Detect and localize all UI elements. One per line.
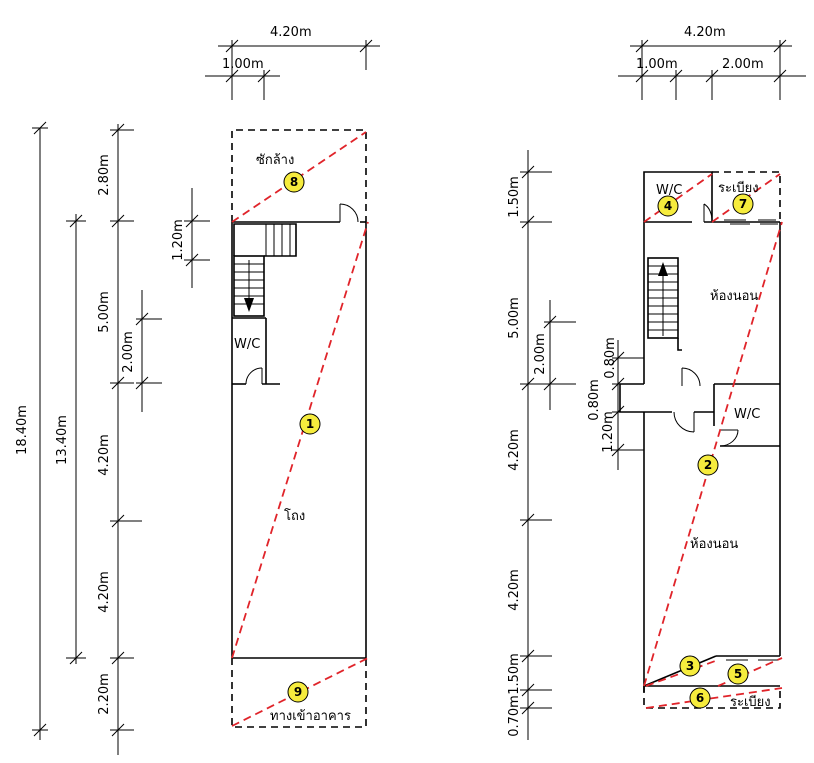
- right-width-total-label: 4.20m: [684, 25, 726, 40]
- badge-5: 5: [727, 663, 749, 685]
- svg-text:9: 9: [294, 685, 302, 699]
- svg-text:6: 6: [696, 691, 704, 705]
- badge-3: 3: [679, 655, 701, 677]
- svg-text:1: 1: [306, 417, 314, 431]
- right-room-balcony-top-label: ระเบียง: [718, 180, 759, 196]
- right-stair: [647, 257, 682, 351]
- badge-7: 7: [732, 193, 754, 215]
- right-room-bedroom-bottom-label: ห้องนอน: [690, 537, 738, 552]
- right-seg-top-label: 1.50m: [507, 176, 522, 218]
- left-room-wash-label: ซักล้าง: [256, 153, 294, 168]
- svg-text:4: 4: [664, 199, 672, 213]
- right-d1-label: 0.80m: [603, 337, 618, 379]
- left-main-length-label: 13.40m: [55, 415, 70, 465]
- right-room-wc-top-label: W/C: [656, 183, 682, 198]
- right-seg-bot1-label: 1.50m: [507, 653, 522, 695]
- left-width-total-label: 4.20m: [270, 25, 312, 40]
- right-room-balcony-bottom-label: ระเบียง: [730, 694, 771, 710]
- right-room-bedroom-top-label: ห้องนอน: [710, 289, 758, 304]
- right-hall-door: [673, 411, 695, 433]
- badge-4: 4: [657, 195, 679, 217]
- left-wc-dim-label: 2.00m: [121, 331, 136, 373]
- right-d2-label: 0.80m: [587, 379, 602, 421]
- left-side-dimensions: 18.40m 13.40m 2.80m 5.00m 4.20m 4.20m: [15, 121, 210, 755]
- left-room-entrance-label: ทางเข้าอาคาร: [270, 709, 351, 724]
- right-seg-c-label: 4.20m: [507, 569, 522, 611]
- left-stair-dim-label: 1.20m: [171, 219, 186, 261]
- right-room-wc-mid-label: W/C: [734, 407, 760, 422]
- right-wc-top-door: [703, 203, 713, 223]
- left-back-door: [339, 203, 359, 223]
- left-plan: 4.20m 1.00m 18.40m 13.40m: [15, 25, 380, 755]
- stair-up-arrow-icon: [658, 262, 668, 276]
- left-seg-a-label: 5.00m: [97, 291, 112, 333]
- right-side-dimensions: 1.50m 5.00m 4.20m 4.20m 1.50m 0.70m 2.00…: [507, 150, 644, 740]
- left-overall-length-label: 18.40m: [15, 405, 30, 455]
- badge-1: 1: [299, 413, 321, 435]
- left-seg-b-label: 4.20m: [97, 434, 112, 476]
- svg-text:2: 2: [704, 458, 712, 472]
- right-seg-bot2-label: 0.70m: [507, 695, 522, 737]
- right-top-dimensions: 4.20m 1.00m 2.00m: [618, 25, 806, 100]
- svg-text:5: 5: [734, 667, 742, 681]
- badge-2: 2: [697, 454, 719, 476]
- left-seg-top-label: 2.80m: [97, 154, 112, 196]
- left-diagonals: [231, 131, 369, 727]
- stair-down-arrow-icon: [244, 298, 254, 312]
- right-stair-door: [681, 367, 701, 387]
- right-width-part-b-label: 2.00m: [722, 57, 764, 72]
- right-walls: [619, 171, 781, 709]
- left-width-part-label: 1.00m: [222, 57, 264, 72]
- left-seg-bottom-label: 2.20m: [97, 673, 112, 715]
- right-wc-mid-door: [719, 429, 739, 447]
- svg-text:3: 3: [686, 659, 694, 673]
- left-wc-door: [245, 367, 263, 385]
- right-seg-mid-label: 2.00m: [533, 333, 548, 375]
- right-seg-a-label: 5.00m: [507, 297, 522, 339]
- right-sliding-doors: [722, 219, 778, 661]
- right-seg-b-label: 4.20m: [507, 429, 522, 471]
- badge-8: 8: [283, 171, 305, 193]
- svg-text:8: 8: [290, 175, 298, 189]
- badge-9: 9: [287, 681, 309, 703]
- left-room-wc-label: W/C: [234, 337, 260, 352]
- badge-6: 6: [689, 687, 711, 709]
- left-stair: [233, 223, 297, 317]
- svg-text:7: 7: [739, 197, 747, 211]
- left-top-dimensions: 4.20m 1.00m: [205, 25, 380, 100]
- right-diagonals: [643, 173, 783, 709]
- right-plan: 4.20m 1.00m 2.00m: [507, 25, 806, 740]
- left-room-hall-label: โถง: [284, 508, 305, 524]
- left-seg-c-label: 4.20m: [97, 571, 112, 613]
- left-walls: [231, 129, 367, 728]
- right-d3-label: 1.20m: [601, 411, 616, 453]
- right-width-part-a-label: 1.00m: [636, 57, 678, 72]
